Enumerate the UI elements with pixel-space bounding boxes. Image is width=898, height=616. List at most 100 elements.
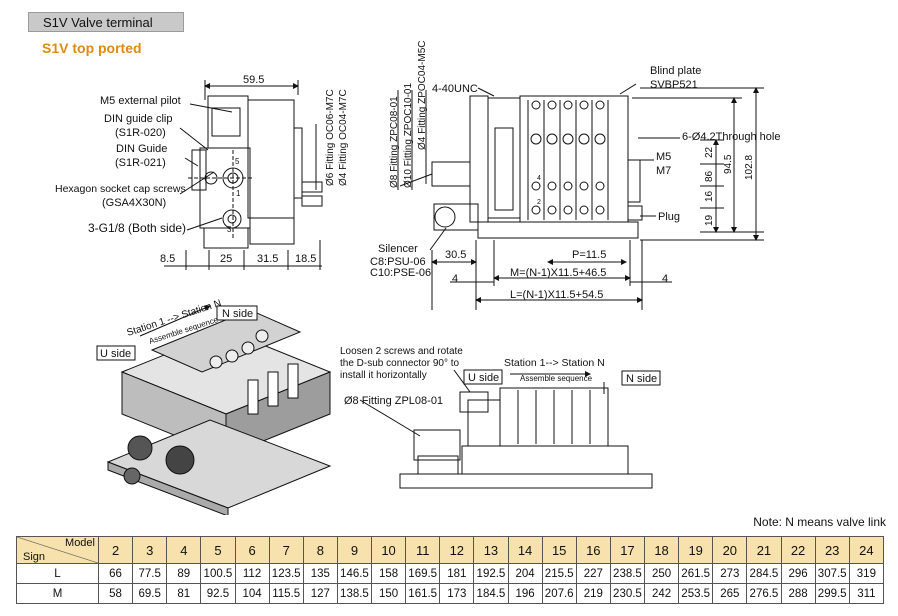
label-svbp521: SVBP521 (650, 79, 698, 91)
side-dim-31-5: 31.5 (257, 253, 278, 265)
model-header-cell: 10 (370, 536, 407, 564)
table-cell: 250 (643, 563, 680, 584)
table-cell: 112 (234, 563, 270, 584)
side-port-5: 5 (235, 157, 240, 166)
table-cell: 158 (370, 563, 407, 584)
label-ports-g18: 3-G1/8 (Both side) (88, 221, 186, 235)
table-cell: 127 (302, 583, 338, 604)
table-cell: 161.5 (405, 583, 441, 604)
table-cell: 173 (439, 583, 475, 604)
model-header-cell: 14 (507, 536, 543, 564)
table-cell: 319 (848, 563, 885, 584)
table-cell: 92.5 (200, 583, 236, 604)
label-din-guide-clip-code: (S1R-020) (115, 127, 166, 139)
label-din-guide-code: (S1R-021) (115, 157, 166, 169)
fitting-zpc08: Ø8 Fitting ZPC08-01 (389, 96, 400, 188)
install-station-sequence: Station 1--> Station N (504, 357, 605, 369)
table-cell: 146.5 (336, 563, 373, 584)
model-header-cell: 23 (814, 536, 850, 564)
label-4-40unc: 4-40UNC (432, 83, 478, 95)
table-cell: 89 (166, 563, 202, 584)
label-c8-psu: C8:PSU-06 (370, 256, 426, 268)
label-hex-screws: Hexagon socket cap screws (55, 183, 186, 195)
table-note: Note: N means valve link (753, 515, 886, 529)
model-header-cell: 2 (97, 536, 134, 564)
table-cell: 242 (643, 583, 680, 604)
table-cell: 299.5 (814, 583, 850, 604)
model-header-cell: 7 (268, 536, 304, 564)
dim-22: 22 (704, 146, 715, 158)
side-port-1: 1 (236, 189, 241, 198)
model-header-cell: 3 (132, 536, 168, 564)
model-header-cell: 19 (678, 536, 714, 564)
table-cell: 288 (780, 583, 816, 604)
section-subtitle: S1V top ported (42, 40, 142, 56)
table-cell: 58 (97, 583, 134, 604)
table-cell: 219 (575, 583, 611, 604)
install-note-2: the D-sub connector 90° to (340, 358, 460, 369)
fitting-zpoc04: Ø4 Fitting ZPOC04-M5C (417, 41, 428, 150)
dim-19: 19 (704, 214, 715, 226)
drawing-area: 59.5 M5 external pilot DIN guide clip (S… (55, 41, 780, 515)
section-title: S1V Valve terminal (28, 12, 184, 32)
model-header-cell: 5 (200, 536, 236, 564)
model-header-cell: 17 (609, 536, 646, 564)
label-m5-external-pilot: M5 external pilot (100, 95, 181, 107)
table-cell: 273 (712, 563, 748, 584)
model-header-cell: 8 (302, 536, 338, 564)
model-header-cell: 13 (473, 536, 509, 564)
iso-n-side: N side (222, 308, 253, 320)
model-header-cell: 9 (336, 536, 373, 564)
fitting-oc06: Ø6 Fitting OC06-M7C (325, 89, 336, 186)
dim-4-right: 4 (662, 273, 668, 285)
dim-94-5: 94.5 (723, 154, 734, 174)
dim-l-formula: L=(N-1)X11.5+54.5 (510, 289, 603, 301)
table-cell: 261.5 (678, 563, 714, 584)
label-m5: M5 (656, 151, 671, 163)
fitting-oc04: Ø4 Fitting OC04-M7C (338, 89, 349, 186)
dim-30-5: 30.5 (445, 249, 466, 261)
dim-pitch: P=11.5 (572, 249, 606, 261)
front-port-4: 4 (537, 175, 541, 182)
label-din-guide-clip: DIN guide clip (104, 113, 172, 125)
model-header-cell: 15 (541, 536, 577, 564)
model-header-cell: 21 (746, 536, 782, 564)
dim-86: 86 (704, 170, 715, 182)
model-header-cell: 20 (712, 536, 748, 564)
front-port-2: 2 (537, 199, 541, 206)
dim-m-formula: M=(N-1)X11.5+46.5 (510, 267, 606, 279)
corner-sign-label: Sign (23, 551, 46, 563)
table-cell: 169.5 (405, 563, 441, 584)
front-view (397, 83, 764, 310)
table-cell: 77.5 (132, 563, 168, 584)
install-note-1: Loosen 2 screws and rotate (340, 346, 463, 357)
label-blind-plate: Blind plate (650, 65, 701, 77)
install-n-side: N side (626, 373, 657, 385)
corner-model-label: Model (65, 537, 95, 549)
table-cell: 104 (234, 583, 270, 604)
table-cell: 204 (507, 563, 543, 584)
model-header-cell: 11 (405, 536, 441, 564)
table-cell: 138.5 (336, 583, 373, 604)
label-m7: M7 (656, 165, 671, 177)
side-dim-8-5: 8.5 (160, 253, 175, 265)
table-cell: 135 (302, 563, 338, 584)
side-dim-25: 25 (220, 253, 232, 265)
table-cell: 123.5 (268, 563, 304, 584)
table-cell: 227 (575, 563, 611, 584)
label-c10-pse: C10:PSE-06 (370, 267, 431, 279)
table-corner: Model Sign (17, 537, 98, 563)
install-view (359, 369, 661, 489)
table-cell: 284.5 (746, 563, 782, 584)
side-dim-18-5: 18.5 (295, 253, 316, 265)
model-header-cell: 6 (234, 536, 270, 564)
table-cell: 311 (848, 583, 885, 604)
label-silencer: Silencer (378, 243, 418, 255)
table-cell: 307.5 (814, 563, 850, 584)
table-cell: 276.5 (746, 583, 782, 604)
table-cell: 150 (370, 583, 407, 604)
